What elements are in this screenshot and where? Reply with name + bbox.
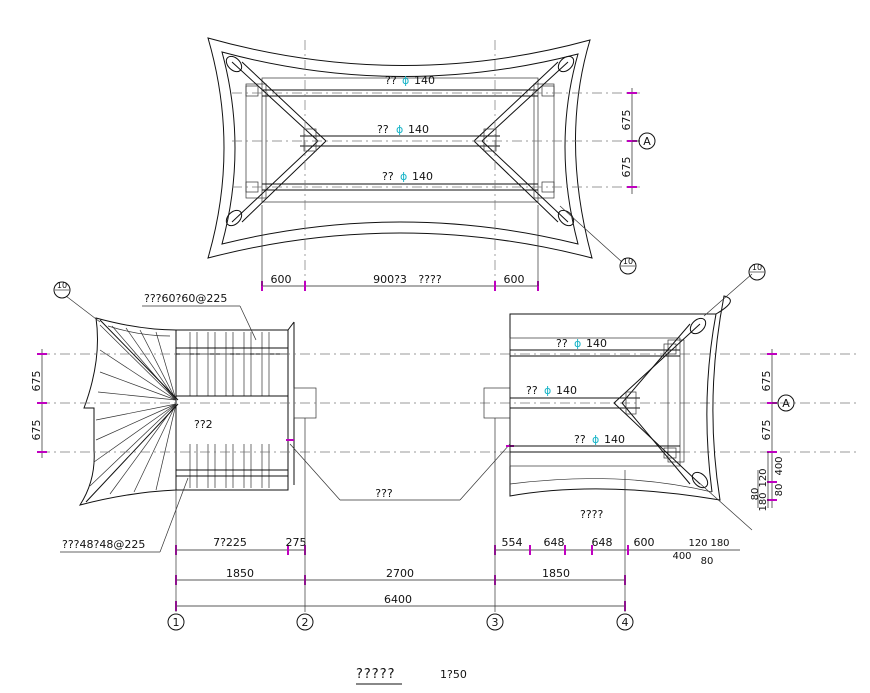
dim-2700: 2700 [386, 567, 414, 580]
bottom-dimension-chains: 7?225 275 554 648 648 600 400 120 180 80… [175, 418, 740, 612]
right-purlin-dia-3: 140 [604, 433, 625, 446]
right-dim-80-b: 80 [750, 488, 761, 501]
right-purlin-label-3: ?? [574, 433, 586, 446]
right-purlin-label-1: ?? [556, 337, 568, 350]
rafters-upper [189, 332, 270, 396]
axis-2-bubble [296, 613, 314, 631]
left-plan-left-dimensions: 675 675 [30, 349, 47, 458]
dim-80: 80 [701, 556, 714, 567]
purlin-dia-1: 140 [414, 74, 435, 87]
top-plan-labels: ?? ϕ 140 ?? ϕ 140 ?? ϕ 140 [377, 74, 435, 183]
axis-a-bubble-right [777, 394, 795, 412]
detail-mark-left [53, 281, 71, 299]
right-purlin-dia-1: 140 [586, 337, 607, 350]
dim-180: 180 [710, 538, 729, 549]
axis-4-bubble [616, 613, 634, 631]
purlin-label-3: ?? [382, 170, 394, 183]
purlin-dia-2: 140 [408, 123, 429, 136]
detail-mark-right [748, 263, 766, 281]
right-diameter-symbol-2: ϕ [544, 384, 551, 397]
purlin-label-2: ?? [377, 123, 389, 136]
top-roof-plan [207, 37, 640, 290]
dim-6400: 6400 [384, 593, 412, 606]
rafter-note-bottom: ???48?48@225 [62, 538, 145, 551]
axis-bubbles: 1 2 3 4 [167, 613, 634, 631]
axis-3-label: 3 [492, 616, 499, 629]
axis-3-bubble [486, 613, 504, 631]
top-dim-675-a: 675 [620, 110, 633, 131]
top-dim-675-b: 675 [620, 157, 633, 178]
right-bottom-label: ???? [580, 508, 604, 521]
right-dim-80-a: 80 [774, 484, 785, 497]
dim-1850-left: 1850 [226, 567, 254, 580]
right-dim-180: 180 [758, 492, 769, 511]
drawing-caption: ????? 1?50 [356, 667, 467, 685]
purlin-dia-3: 140 [412, 170, 433, 183]
middle-zone: ??? [286, 387, 514, 501]
top-dim-900x3: 900?3 [373, 273, 407, 286]
right-plan-right-dimensions: 675 675 A 400 120 80 180 80 [750, 349, 795, 512]
axis-a-label-top: A [643, 135, 651, 148]
axis-1-label: 1 [173, 616, 180, 629]
dim-648-b: 648 [592, 536, 613, 549]
top-dim-note: ???? [418, 273, 442, 286]
caption-title: ????? [356, 667, 396, 682]
left-plan-labels: 10 ???60?60@225 ??2 ???48?48@225 [53, 281, 257, 553]
axis-4-label: 4 [622, 616, 629, 629]
left-center-label: ??2 [194, 418, 213, 431]
top-plan-right-dimensions: 675 675 A 10 [619, 88, 656, 275]
middle-label: ??? [375, 487, 393, 500]
right-dim-120: 120 [758, 468, 769, 487]
dim-554: 554 [502, 536, 523, 549]
caption-scale: 1?50 [440, 668, 467, 681]
dim-400: 400 [672, 551, 691, 562]
right-dim-400: 400 [774, 456, 785, 475]
left-dim-675-a: 675 [30, 371, 43, 392]
right-purlin-dia-2: 140 [556, 384, 577, 397]
axis-1-bubble [167, 613, 185, 631]
right-purlin-label-2: ?? [526, 384, 538, 397]
fan-rafters [89, 324, 177, 495]
right-diameter-symbol-3: ϕ [592, 433, 599, 446]
diameter-symbol-1: ϕ [402, 74, 409, 87]
dim-648-a: 648 [544, 536, 565, 549]
rafters-lower [189, 444, 270, 488]
top-dim-600-right: 600 [504, 273, 525, 286]
top-dim-600-left: 600 [271, 273, 292, 286]
left-roof-plan [40, 295, 860, 506]
dim-120: 120 [688, 538, 707, 549]
dim-600: 600 [634, 536, 655, 549]
right-dim-675-b: 675 [760, 420, 773, 441]
dim-7x225: 7?225 [213, 536, 247, 549]
right-dim-675-a: 675 [760, 371, 773, 392]
top-plan-bottom-dimensions: 600 900?3 ???? 600 [261, 205, 539, 291]
diameter-symbol-3: ϕ [400, 170, 407, 183]
detail-mark-top-label: 10 [623, 257, 633, 266]
rafter-note-top: ???60?60@225 [144, 292, 227, 305]
dim-1850-right: 1850 [542, 567, 570, 580]
dim-275: 275 [286, 536, 307, 549]
detail-mark-right-label: 10 [752, 263, 762, 272]
axis-a-label-right: A [782, 397, 790, 410]
right-roof-plan [509, 273, 753, 531]
axis-a-bubble-top [638, 132, 656, 150]
right-diameter-symbol-1: ϕ [574, 337, 581, 350]
right-plan-labels: 10 ?? ϕ 140 ?? ϕ 140 ?? ϕ 140 ???? [526, 263, 766, 521]
left-dim-675-b: 675 [30, 420, 43, 441]
axis-2-label: 2 [302, 616, 309, 629]
diameter-symbol-2: ϕ [396, 123, 403, 136]
detail-mark-left-label: 10 [57, 281, 67, 290]
detail-mark-top [619, 257, 637, 275]
purlin-label-1: ?? [385, 74, 397, 87]
